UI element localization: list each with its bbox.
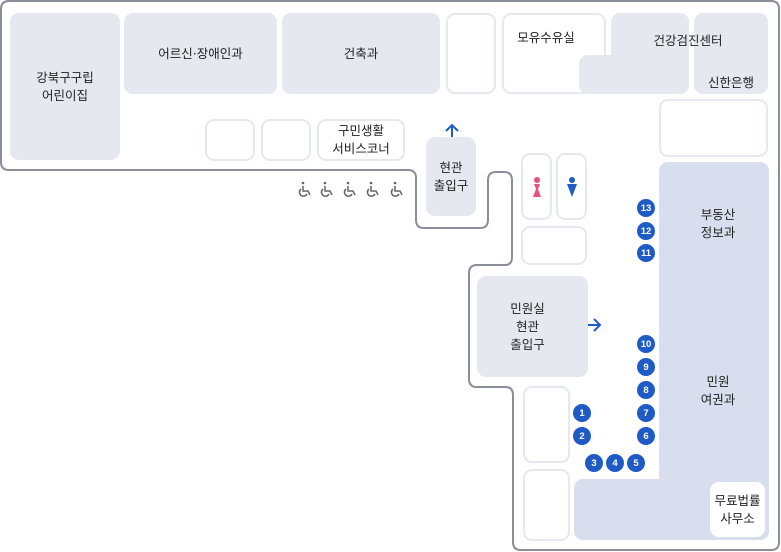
restroom-men (556, 153, 587, 220)
room-bank: 신한은행 (694, 13, 768, 94)
room-blank (446, 13, 496, 94)
room-blank (205, 119, 255, 161)
main-entrance: 현관 출입구 (426, 137, 476, 216)
wheelchair-icon (298, 181, 311, 197)
office-area (659, 162, 769, 540)
room-blank (659, 99, 768, 157)
wheelchair-icon (366, 181, 379, 197)
women-icon (532, 176, 541, 197)
wheelchair-icon (320, 181, 333, 197)
counter-7: 7 (637, 404, 655, 422)
wheelchair-icon (343, 181, 356, 197)
room-health-label: 건강검진센터 (653, 33, 723, 48)
counter-11: 11 (637, 244, 655, 262)
room-health-bottom (579, 55, 639, 94)
office-real-estate: 부동산 정보과 (700, 207, 736, 240)
counter-5: 5 (627, 454, 645, 472)
room-service-corner: 구민생활 서비스코너 (317, 119, 405, 161)
counter-3: 3 (585, 454, 603, 472)
room-blank (521, 226, 587, 265)
room-daycare: 강북구구립 어린이집 (10, 13, 120, 160)
room-blank (523, 469, 570, 541)
restroom-women (521, 153, 552, 220)
room-architecture: 건축과 (282, 13, 440, 94)
bank-label: 신한은행 (707, 75, 754, 90)
men-icon (566, 176, 577, 197)
room-blank (261, 119, 311, 161)
room-blank (523, 386, 570, 463)
counter-2: 2 (573, 427, 591, 445)
wheelchair-icon (390, 181, 403, 197)
counter-13: 13 (637, 199, 655, 217)
office-civil-passport: 민원 여권과 (700, 374, 736, 407)
counter-12: 12 (637, 222, 655, 240)
counter-8: 8 (637, 381, 655, 399)
room-senior-disability: 어르신·장애인과 (124, 13, 277, 94)
counter-6: 6 (637, 427, 655, 445)
civil-entrance: 민원실 현관 출입구 (477, 276, 588, 377)
counter-1: 1 (573, 404, 591, 422)
counter-10: 10 (637, 335, 655, 353)
room-legal: 무료법률 사무소 (710, 482, 765, 537)
counter-9: 9 (637, 358, 655, 376)
counter-4: 4 (606, 454, 624, 472)
